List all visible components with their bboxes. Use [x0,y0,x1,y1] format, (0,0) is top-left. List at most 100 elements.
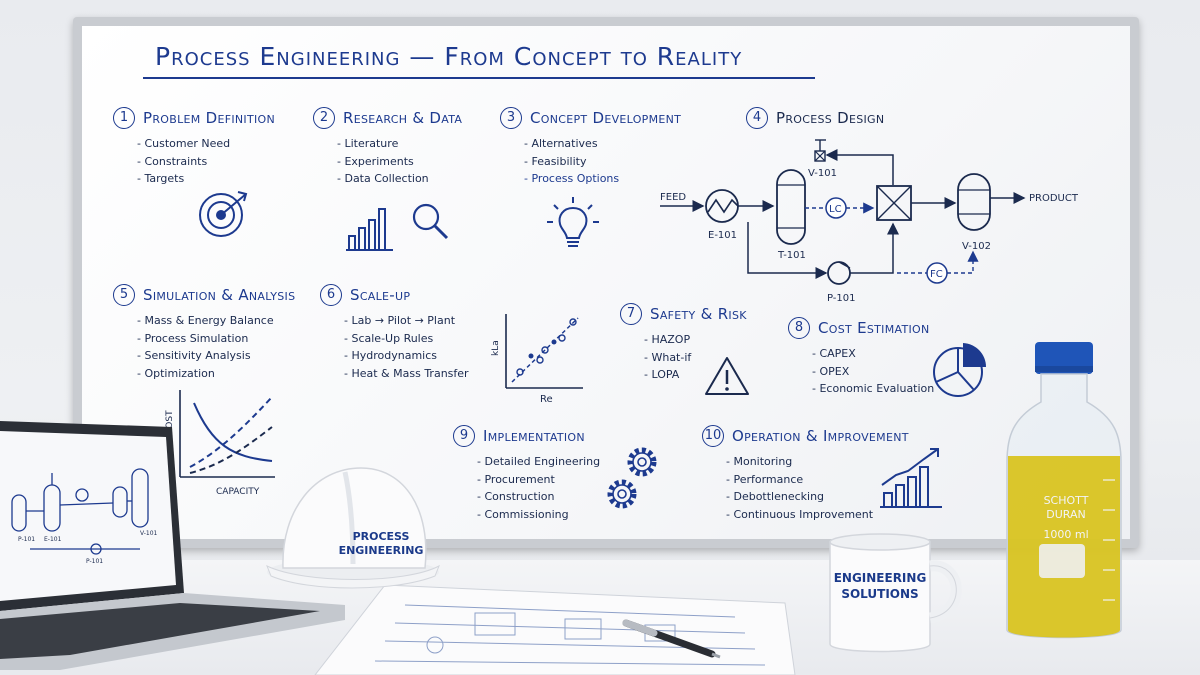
bottle-volume: 1000 ml [1043,528,1089,541]
section-number: 1 [113,107,135,129]
list-item: Sensitivity Analysis [137,347,295,365]
section-title: Process Design [776,109,885,127]
laptop-e101-label: E-101 [44,536,62,543]
list-item: What-if [644,349,747,367]
laptop-screen [0,431,176,601]
section-number: 5 [113,284,135,306]
kla-re-plot: kLa Re [491,314,583,405]
vessel-v102-icon [957,173,991,231]
product-label: PRODUCT [1029,193,1079,204]
section-title: Concept Development [530,109,682,127]
hard-hat-label: PROCESS ENGINEERING [334,530,428,558]
section-number: 3 [500,107,522,129]
cost-capacity-plot: COST CAPACITY [165,390,275,497]
section-title: Research & Data [343,109,463,127]
hard-hat [266,467,440,589]
mug-label: ENGINEERING SOLUTIONS [830,570,930,602]
section-number: 9 [453,425,475,447]
list-item: Alternatives [524,135,681,153]
fc-label: FC [930,269,943,280]
section-title: Operation & Improvement [732,427,909,445]
bottle-brand-label: SCHOTT DURAN 1000 ml [1028,494,1104,542]
section-number: 6 [320,284,342,306]
cost-axis-label: COST [165,410,175,435]
list-item: Targets [137,170,275,188]
list-item: LOPA [644,366,747,384]
list-item: Customer Need [137,135,275,153]
section-operation-improvement: 10 Operation & Improvement Monitoring Pe… [702,425,909,523]
section-scale-up: 6 Scale-up Lab → Pilot → Plant Scale-Up … [320,284,469,382]
list-item: Debottlenecking [726,488,909,506]
list-item: Mass & Energy Balance [137,312,295,330]
laptop-v101-label: V-101 [140,530,158,537]
lab-bottle [1006,342,1122,639]
warning-icon [705,357,749,395]
laptop-p101b-label: P-101 [86,558,103,565]
section-research-data: 2 Research & Data Literature Experiments… [313,107,462,188]
section-problem-definition: 1 Problem Definition Customer Need Const… [113,107,275,188]
list-item: Heat & Mass Transfer [344,365,468,383]
list-item: Construction [477,488,600,506]
hat-text-line: PROCESS [352,530,410,543]
list-item: Feasibility [524,153,681,171]
mug-text-line: ENGINEERING [833,571,927,585]
bottle-brand-line: SCHOTT [1043,494,1089,507]
list-item: OPEX [812,363,934,381]
section-title: Safety & Risk [650,305,747,323]
kla-axis-label: kLa [491,340,501,356]
list-item: Procurement [477,471,600,489]
bar-chart-magnifier-icon [346,203,449,251]
list-item: Process Simulation [137,330,295,348]
section-number: 2 [313,107,335,129]
blueprint-drawing [314,584,796,675]
laptop: P-101 E-101 P-101 V-101 [0,421,345,670]
list-item: HAZOP [644,331,747,349]
lightbulb-icon [547,197,599,247]
pie-chart-icon [933,343,986,397]
list-item: Continuous Improvement [726,506,909,524]
section-number: 10 [702,425,724,447]
bottle-brand-line: DURAN [1046,508,1086,521]
hat-text-line: ENGINEERING [338,544,424,557]
list-item: Optimization [137,365,295,383]
re-axis-label: Re [540,394,553,405]
growth-chart-icon [880,448,942,508]
section-number: 7 [620,303,642,325]
valve-v101-icon [814,150,826,162]
list-item: Monitoring [726,453,909,471]
list-item: Experiments [337,153,462,171]
section-title: Scale-up [350,286,411,304]
pen-icon [622,619,721,659]
section-safety-risk: 7 Safety & Risk HAZOP What-if LOPA [620,303,747,384]
section-title: Problem Definition [143,109,276,127]
section-cost-estimation: 8 Cost Estimation CAPEX OPEX Economic Ev… [788,317,934,398]
gears-icon [607,447,657,509]
lc-label: LC [829,204,842,215]
section-simulation-analysis: 5 Simulation & Analysis Mass & Energy Ba… [113,284,295,382]
list-item: Literature [337,135,462,153]
list-item: CAPEX [812,345,934,363]
board-title: Process Engineering — From Concept to Re… [155,42,743,71]
t101-label: T-101 [777,250,806,261]
e101-label: E-101 [708,230,737,241]
pump-p101-icon [827,261,851,285]
list-item: Process Options [524,170,681,188]
v102-label: V-102 [962,241,991,252]
tower-t101-icon [776,169,806,245]
capacity-axis-label: CAPACITY [216,487,260,497]
section-concept-development: 3 Concept Development Alternatives Feasi… [500,107,681,188]
section-process-design: 4 Process Design [746,107,884,129]
mug-text-line: SOLUTIONS [841,587,919,601]
list-item: Detailed Engineering [477,453,600,471]
section-number: 4 [746,107,768,129]
list-item: Data Collection [337,170,462,188]
v101-label: V-101 [808,168,837,179]
section-title: Implementation [483,427,585,445]
exchanger-e101-icon [705,189,739,223]
laptop-keyboard [0,603,320,659]
section-number: 8 [788,317,810,339]
title-underline [143,77,815,79]
laptop-p101-label: P-101 [18,536,35,543]
